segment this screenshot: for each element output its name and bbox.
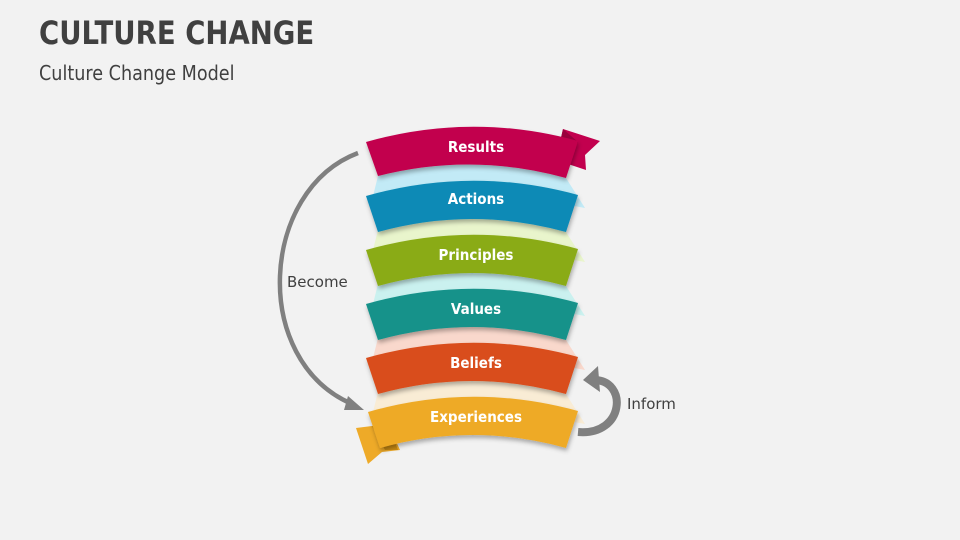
ribbon-label-principles: Principles <box>438 246 514 264</box>
ribbon-label-actions: Actions <box>447 190 505 208</box>
ribbon-label-beliefs: Beliefs <box>450 354 502 372</box>
ribbon-principles <box>366 234 578 286</box>
ribbon-label-values: Values <box>450 300 502 318</box>
inform-label: Inform <box>627 395 676 413</box>
page-subtitle: Culture Change Model <box>39 61 235 85</box>
ribbon-experiences <box>368 396 578 448</box>
page-title: CULTURE CHANGE <box>39 14 315 52</box>
ribbon-label-experiences: Experiences <box>430 408 522 426</box>
become-label: Become <box>287 273 348 291</box>
ribbon-actions <box>366 180 578 232</box>
ribbon-label-results: Results <box>447 138 505 156</box>
ribbon-values <box>366 288 578 340</box>
ribbon-results <box>366 126 578 178</box>
become-arrow-icon <box>277 150 364 410</box>
inform-arrow-icon <box>577 366 621 437</box>
ribbon-beliefs <box>366 342 578 394</box>
